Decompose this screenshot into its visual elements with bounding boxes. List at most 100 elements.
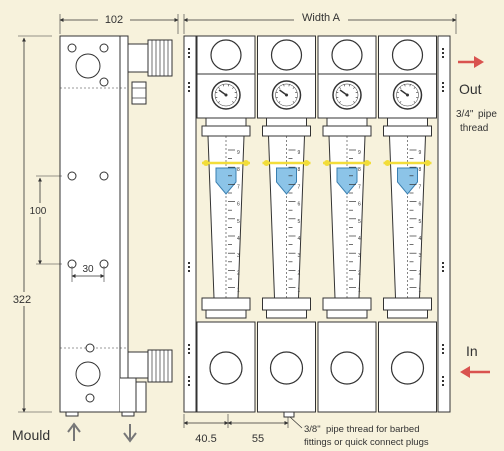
scale-label: 8 (237, 167, 240, 173)
top-nut (201, 125, 251, 137)
scale-label: 4 (419, 236, 422, 242)
scale-label: 2 (237, 270, 240, 276)
inlet-port (269, 351, 304, 385)
scale-label: 5 (419, 219, 422, 225)
gauge-tick (343, 84, 345, 87)
gauge-tick (336, 91, 339, 93)
gauge-tick (222, 84, 224, 87)
inlet-port-stub (283, 411, 295, 418)
inlet-port (209, 351, 243, 385)
flow-float-icon (276, 167, 297, 195)
inlet-port (330, 351, 364, 385)
scale-label: 7 (358, 184, 361, 190)
gauge-inner-ring (335, 83, 359, 107)
gauge-tick (355, 91, 358, 93)
gauge-tick (275, 97, 278, 99)
limit-marker-knob (364, 160, 370, 166)
front-view: Width A 98765432198765432198765432198765… (183, 10, 497, 448)
gauge-tick (292, 87, 295, 89)
scale-label: 4 (298, 236, 301, 242)
side-foot (65, 411, 79, 417)
gauge-tick (232, 87, 234, 89)
scale-label: 6 (237, 202, 240, 208)
inlet-thread-line1: pipe thread for barbed (326, 424, 419, 435)
gauge-tick (399, 87, 402, 89)
gauge-tick (339, 87, 341, 89)
gauge-tick (399, 101, 402, 103)
gauge-tick (234, 97, 237, 99)
scale-label: 7 (298, 184, 301, 190)
scale-label: 8 (358, 167, 361, 173)
side-tube (119, 35, 129, 413)
gauge-tick (416, 97, 419, 99)
left-end-plate (183, 35, 197, 413)
gauge-tick (234, 91, 237, 93)
gauge-tick (278, 87, 281, 89)
gauge-tick (218, 87, 220, 89)
scale-label: 5 (237, 219, 240, 225)
bottom-cap (387, 309, 428, 319)
outlet-port (210, 39, 242, 71)
gauge-tick (336, 97, 339, 99)
top-nut (322, 125, 372, 137)
bottom-cap (266, 309, 307, 319)
gauge-tick (404, 84, 406, 87)
gauge-tick (232, 101, 234, 103)
scale-label: 8 (419, 167, 422, 173)
side-foot (121, 411, 135, 417)
side-height-dim: 322 (13, 294, 31, 306)
outlet-port (270, 39, 303, 71)
edge-dim: 40.5 (195, 433, 216, 445)
flow-float-icon (336, 167, 358, 195)
scale-label: 3 (419, 253, 422, 259)
side-hole (67, 171, 77, 181)
side-hole (99, 171, 109, 181)
scale-label: 2 (419, 270, 422, 276)
scale-label: 7 (237, 184, 240, 190)
scale-label: 3 (237, 253, 240, 259)
scale-label: 9 (358, 150, 361, 156)
scale-label: 1 (419, 288, 422, 294)
limit-marker-knob (324, 160, 330, 166)
top-nut (383, 125, 432, 137)
in-arrowhead (460, 366, 470, 378)
limit-marker-knob (243, 160, 249, 166)
gauge-tick (275, 91, 278, 93)
in-label: In (466, 343, 478, 359)
top-cap (266, 117, 307, 127)
gauge-tick (292, 101, 295, 103)
scale-label: 3 (298, 253, 301, 259)
side-block (59, 35, 121, 413)
top-cap (326, 117, 368, 127)
front-width-label: Width A (302, 12, 341, 24)
flow-float-icon (215, 167, 237, 195)
scale-label: 6 (419, 202, 422, 208)
gauge-tick (353, 101, 355, 103)
limit-marker-knob (263, 160, 270, 166)
outlet-thread-line2: thread (460, 123, 488, 134)
inlet-thread-line2: fittings or quick connect plugs (304, 437, 429, 448)
outlet-port (391, 39, 424, 71)
side-hole-dim: 30 (82, 264, 94, 275)
scale-label: 4 (358, 236, 361, 242)
side-width-dim: 102 (105, 14, 123, 26)
gauge-inner-ring (396, 83, 419, 107)
side-hole (99, 43, 109, 53)
scale-label: 4 (237, 236, 240, 242)
gauge-tick (215, 97, 218, 99)
scale-label: 7 (419, 184, 422, 190)
gauge-hub (345, 93, 349, 97)
bottom-nut (383, 297, 432, 311)
scale-label: 1 (358, 288, 361, 294)
scale-label: 2 (298, 270, 301, 276)
gauge-tick (339, 101, 341, 103)
gauge-tick (228, 84, 230, 87)
scale-label: 8 (298, 167, 301, 173)
gauge-tick (355, 97, 358, 99)
top-cap (205, 117, 247, 127)
bottom-cap (326, 309, 368, 319)
side-hole (67, 43, 77, 53)
outlet-port (331, 39, 363, 71)
